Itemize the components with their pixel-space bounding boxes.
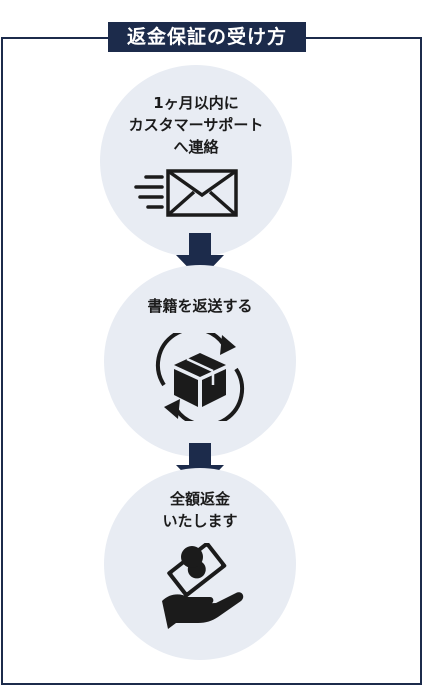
- step-1-line-1: 1ヶ月以内に: [153, 94, 239, 112]
- step-3-text: 全額返金 いたします: [90, 488, 310, 532]
- step-2-line-1: 書籍を返送する: [147, 297, 253, 315]
- step-3-line-1: 全額返金: [169, 490, 230, 508]
- title-text: 返金保証の受け方: [126, 26, 287, 48]
- title-banner: 返金保証の受け方: [108, 22, 306, 52]
- down-arrow-icon: [176, 443, 224, 490]
- step-1-text: 1ヶ月以内に カスタマーサポート へ連絡: [86, 92, 306, 158]
- envelope-send-icon: [134, 169, 238, 217]
- hand-money-icon: [162, 543, 244, 629]
- step-1-line-3: へ連絡: [173, 138, 219, 156]
- box-return-icon: [155, 333, 245, 421]
- step-1-circle: [100, 65, 292, 257]
- step-1-line-2: カスタマーサポート: [128, 116, 264, 134]
- down-arrow-icon: [176, 233, 224, 280]
- step-3-line-2: いたします: [162, 512, 238, 530]
- step-2-text: 書籍を返送する: [90, 295, 310, 317]
